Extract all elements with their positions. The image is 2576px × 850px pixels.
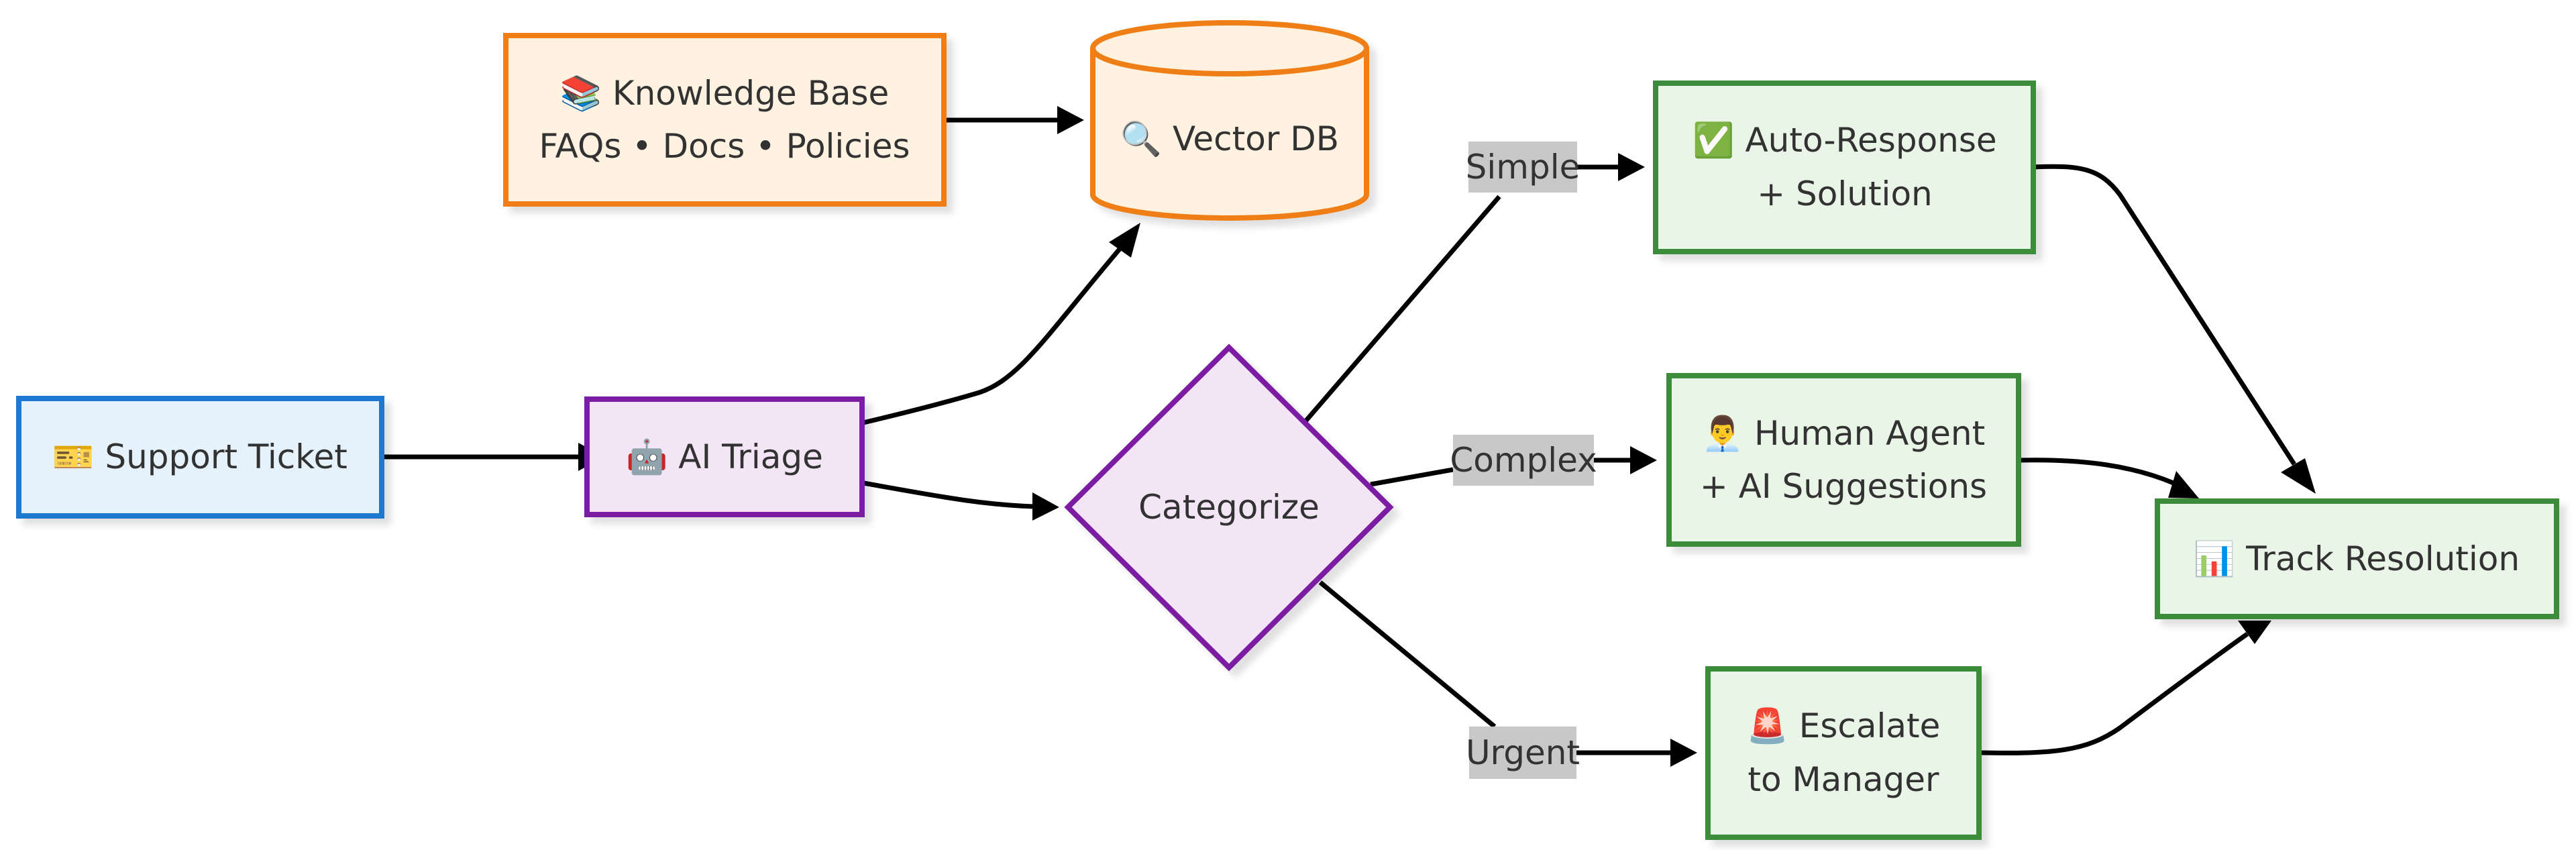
vector-db-label: 🔍 Vector DB [1120, 117, 1339, 158]
edge-label-urgent: Urgent [1466, 727, 1580, 779]
arrowhead-triage-to-categorize [1032, 492, 1059, 521]
node-auto-response[interactable]: ✅ Auto-Response + Solution [1653, 81, 2036, 254]
edge-triage-to-categorize [863, 480, 1034, 509]
edge-categorize-to-escalate [1318, 580, 1497, 729]
edge-label-complex-text: Complex [1450, 441, 1597, 480]
edges [384, 106, 2316, 767]
auto-response-subtitle: + Solution [1757, 174, 1932, 213]
node-categorize[interactable]: Categorize [1064, 343, 1394, 672]
human-agent-subtitle: + AI Suggestions [1700, 467, 1987, 506]
auto-response-title: ✅ Auto-Response [1693, 121, 1996, 160]
edge-label-simple: Simple [1466, 142, 1580, 193]
edge-categorize-to-human-agent [1370, 467, 1454, 487]
edge-categorize-to-auto-response [1303, 195, 1501, 423]
ai-triage-label: 🤖 AI Triage [626, 437, 823, 476]
nodes: 🎫 Support Ticket 🤖 AI Triage 📚 Knowledge… [16, 20, 2559, 840]
node-ai-triage[interactable]: 🤖 AI Triage [584, 396, 865, 517]
support-ticket-label: 🎫 Support Ticket [52, 437, 347, 476]
arrowhead-urgent [1670, 739, 1697, 767]
edge-triage-to-vectordb [863, 246, 1122, 425]
node-escalate[interactable]: 🚨 Escalate to Manager [1705, 666, 1982, 840]
edge-escalate-to-track [1980, 632, 2249, 755]
edge-auto-response-to-track [2032, 164, 2296, 466]
arrowhead-complex [1630, 446, 1657, 474]
track-resolution-label: 📊 Track Resolution [2194, 539, 2520, 578]
escalate-subtitle: to Manager [1748, 760, 1939, 799]
edge-label-urgent-text: Urgent [1466, 733, 1580, 772]
knowledge-base-title: 📚 Knowledge Base [560, 74, 890, 113]
edge-human-agent-to-track [2019, 458, 2182, 489]
node-track-resolution[interactable]: 📊 Track Resolution [2155, 498, 2559, 619]
node-support-ticket[interactable]: 🎫 Support Ticket [16, 396, 384, 519]
arrowhead-human-to-track [2168, 471, 2199, 498]
arrowhead-kb-to-vectordb [1057, 106, 1084, 134]
edge-labels: Simple Complex Urgent [1450, 142, 1597, 779]
edge-label-simple-text: Simple [1466, 148, 1580, 187]
arrowhead-simple [1618, 153, 1645, 181]
edge-label-complex: Complex [1450, 435, 1597, 486]
escalate-title: 🚨 Escalate [1747, 706, 1941, 745]
node-vector-db[interactable]: 🔍 Vector DB [1090, 20, 1369, 221]
node-knowledge-base[interactable]: 📚 Knowledge Base FAQs • Docs • Policies [503, 33, 947, 207]
arrowhead-escalate-to-track [2238, 621, 2271, 644]
node-human-agent[interactable]: 👨‍💼 Human Agent + AI Suggestions [1666, 373, 2021, 547]
human-agent-title: 👨‍💼 Human Agent [1702, 414, 1985, 453]
knowledge-base-subtitle: FAQs • Docs • Policies [539, 127, 910, 166]
arrowhead-auto-to-track [2281, 458, 2316, 494]
categorize-label: Categorize [1138, 488, 1320, 527]
arrowhead-triage-to-vectordb [1109, 223, 1140, 258]
